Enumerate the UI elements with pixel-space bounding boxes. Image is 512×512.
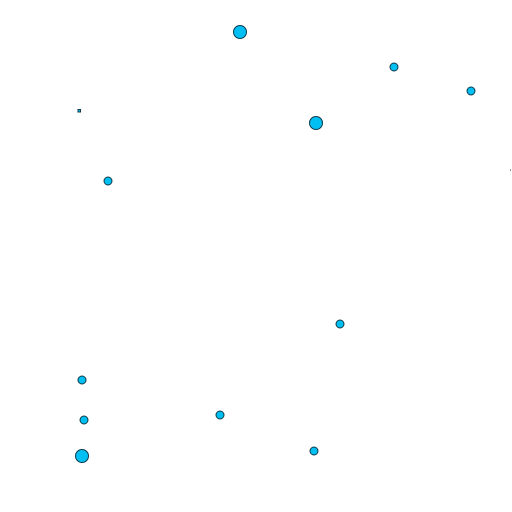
dot [77, 375, 87, 385]
dot [103, 176, 113, 186]
dot [215, 410, 225, 420]
dot [309, 116, 323, 130]
dot [79, 415, 89, 425]
dot [335, 319, 345, 329]
dot [309, 446, 319, 456]
dot [75, 449, 89, 463]
dot [466, 86, 476, 96]
dot [389, 62, 399, 72]
dot [233, 25, 247, 39]
small-square-marker [77, 109, 81, 113]
